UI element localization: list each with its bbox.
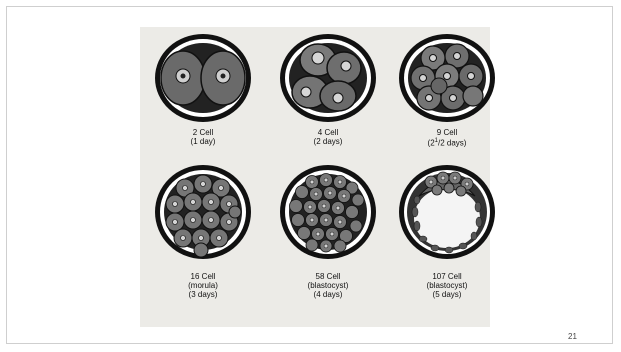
age-label: (21/2 days) (377, 137, 517, 148)
page-number: 21 (568, 332, 577, 341)
embryo-9-cell-image (395, 30, 499, 126)
age-label: (5 days) (377, 290, 517, 299)
stage-9-cell: 9 Cell (21/2 days) (377, 30, 517, 148)
stage-caption: 16 Cell (morula) (3 days) (133, 272, 273, 299)
stage-2-cell: 2 Cell (1 day) (133, 30, 273, 146)
stage-16-cell: 16 Cell (morula) (3 days) (133, 160, 273, 299)
cell-count-label: 2 Cell (133, 128, 273, 137)
stage-caption: 2 Cell (1 day) (133, 128, 273, 146)
embryo-58-cell-image (276, 160, 380, 264)
stage-107-cell: 107 Cell (blastocyst) (5 days) (377, 160, 517, 299)
embryo-4-cell-image (276, 30, 380, 126)
cell-count-label: 107 Cell (377, 272, 517, 281)
embryo-16-cell-image (151, 160, 255, 264)
stage-caption: 9 Cell (21/2 days) (377, 128, 517, 148)
stage-caption: 107 Cell (blastocyst) (5 days) (377, 272, 517, 299)
age-label: (3 days) (133, 290, 273, 299)
age-label: (1 day) (133, 137, 273, 146)
cell-count-label: 16 Cell (133, 272, 273, 281)
stage-name-label: (blastocyst) (377, 281, 517, 290)
cell-count-label: 9 Cell (377, 128, 517, 137)
embryo-107-cell-image (395, 160, 499, 264)
embryo-2-cell-image (151, 30, 255, 126)
stage-name-label: (morula) (133, 281, 273, 290)
